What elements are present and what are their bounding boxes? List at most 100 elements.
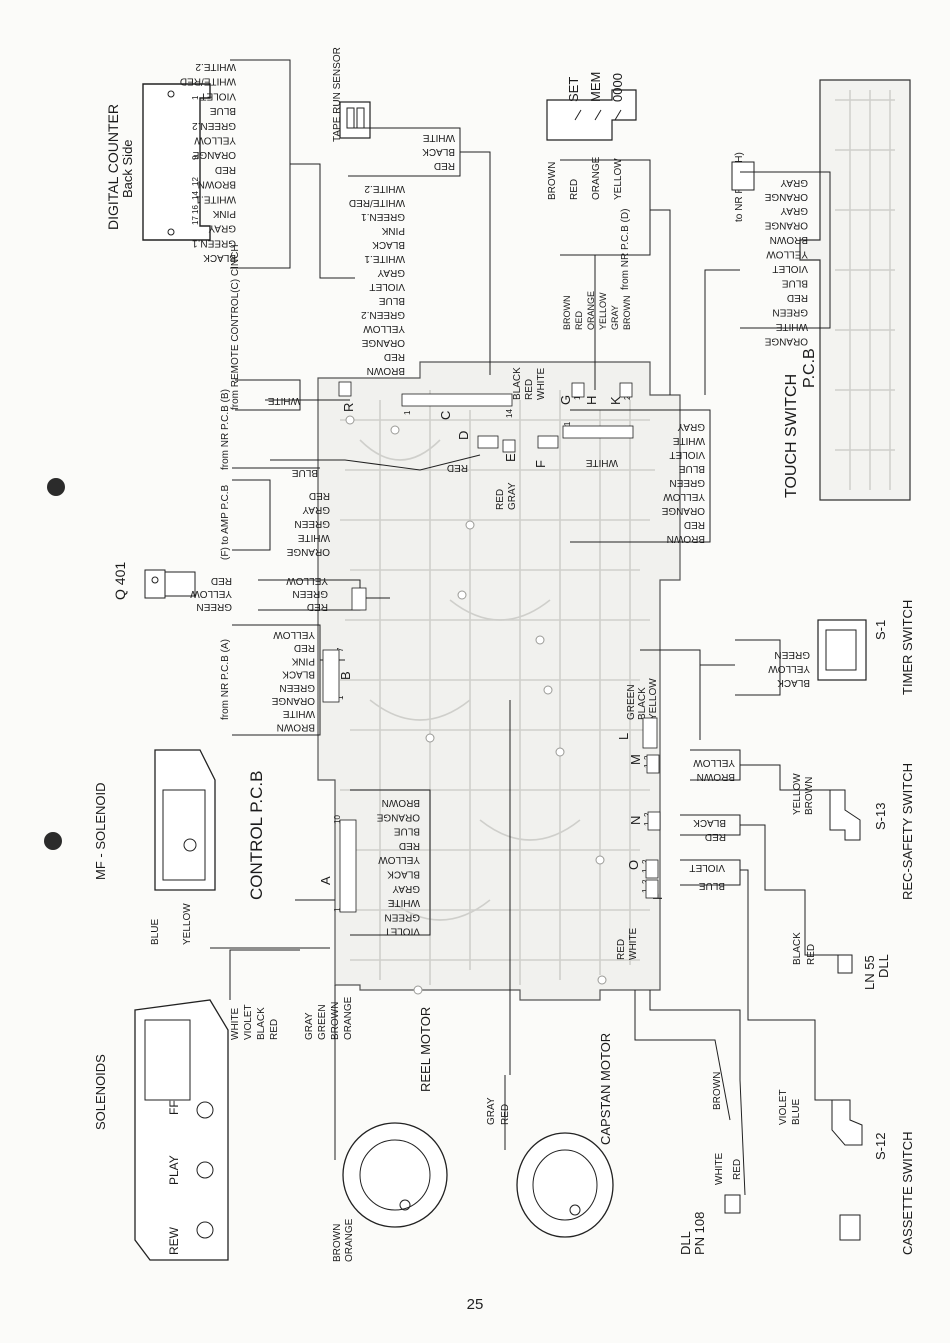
conn-o-wire-label: VIOLET [689, 862, 725, 873]
reel-wire-label: GREEN [317, 1004, 328, 1040]
conn-c-wire-label: ORANGE [361, 337, 405, 348]
set-mem-wire-label: BROWN [547, 162, 558, 200]
back-side-label: Back Side [120, 139, 135, 198]
counter-wire-label: BLUE [210, 105, 236, 116]
nr-h-wire-label: GRAY [780, 177, 808, 188]
conn-b-wire-label: YELLOW [273, 629, 315, 640]
pin-number: 1 [333, 907, 342, 912]
conn-n-wire-label: RED [705, 831, 726, 842]
mf-wire-label: YELLOW [182, 903, 193, 945]
mf-solenoid-label: MF - SOLENOID [93, 782, 108, 880]
pn108-wire-label: RED [732, 1159, 743, 1180]
counter-pin-number: 9 [191, 155, 200, 160]
s13-label: S-13 [873, 803, 888, 830]
q401-conn-wire-label: YELLOW [286, 575, 328, 586]
timer-wire-label: BLACK [777, 677, 810, 688]
zero-label: 0000 [610, 73, 625, 102]
set-mem-wire-label: ORANGE [591, 156, 602, 200]
set-mem-wire-label: RED [569, 179, 580, 200]
pin-number: 7 [336, 647, 345, 652]
dll-b-label: DLL [678, 1231, 693, 1255]
connector-b-letter: B [338, 671, 353, 680]
solenoid-wire-label: WHITE [230, 1007, 241, 1040]
conn-b-wire-label: PINK [291, 655, 315, 666]
conn-b-wire-label: BROWN [277, 721, 315, 732]
pin-number: 1 [573, 395, 582, 400]
mf-solenoid: MF - SOLENOID BLUE YELLOW [93, 749, 216, 945]
cassette-switch-label: CASSETTE SWITCH [900, 1131, 915, 1255]
conn-a-wire-label: RED [399, 840, 420, 851]
nr-d-wire-label: YELLOW [598, 292, 608, 330]
connector-f-letter: F [533, 460, 548, 468]
rec-safety-wire-label: YELLOW [792, 773, 803, 815]
digital-counter-label: DIGITAL COUNTER [105, 104, 121, 230]
touch-wire-labels: GRAYORANGEBROWNYELLOWVIOLETBLUEREDGREENW… [764, 205, 808, 347]
conn-b-wire-label: RED [294, 642, 315, 653]
pin-number: 1 [643, 821, 652, 826]
connector-r-letter: R [341, 403, 356, 412]
pin-number: 2 [623, 395, 632, 400]
conn-l-wire-label: GREEN [626, 684, 637, 720]
pin-number: 2 [643, 812, 652, 817]
counter-wire-label: BLACK [203, 252, 236, 263]
conn-c-wire-label: BROWN [367, 365, 405, 376]
pn108-wire-label: WHITE [714, 1152, 725, 1185]
conn-p-wire-label: WHITE [628, 927, 639, 960]
connector-e-letter: E [503, 453, 518, 462]
solenoid-wire-label: VIOLET [243, 1004, 254, 1040]
conn-g-wire-label: YELLOW [663, 491, 705, 502]
pn108-label: PN 108 [692, 1212, 707, 1255]
conn-c-wire-label: BLUE [379, 295, 405, 306]
nr-d-wire-label: ORANGE [586, 291, 596, 330]
pin-number: 1 [336, 695, 345, 700]
conn-a-wire-label: BLACK [387, 869, 420, 880]
conn-b-wire-label: ORANGE [271, 695, 315, 706]
s12-label: S-12 [873, 1133, 888, 1160]
control-pcb: CONTROL P.C.B [247, 361, 681, 1001]
dll-a-label: DLL [876, 954, 891, 978]
rec-safety-wire-label: BROWN [804, 777, 815, 815]
connector-a-letter: A [318, 876, 333, 885]
conn-l-wire-label: BLACK [637, 687, 648, 720]
connector-n-letter: N [628, 816, 643, 825]
control-pcb-label: CONTROL P.C.B [247, 771, 266, 900]
mf-wire-label: BLUE [150, 919, 161, 945]
page-number: 25 [466, 1296, 484, 1313]
counter-wire-label: GREEN.1 [192, 237, 236, 248]
q401-wire-label: GREEN [196, 601, 232, 612]
conn-a-wire-label: WHITE [387, 897, 420, 908]
from-remote-label: from REMOTE CONTROL(C) CINCH [230, 244, 241, 410]
tape-run-sensor-label: TAPE RUN SENSOR [332, 47, 343, 142]
conn-e-wire-label: GRAY [507, 482, 518, 510]
touch-wire-label: YELLOW [766, 249, 808, 260]
conn-a-wire-label: BLUE [394, 826, 420, 837]
touch-switch-label: TOUCH SWITCH [783, 374, 800, 498]
conn-b-wire-label: BLACK [282, 669, 315, 680]
conn-c-wire-label: WHITE/RED [349, 197, 405, 208]
counter-wire-label: BROWN [198, 179, 236, 190]
conn-n-wire-label: BLACK [693, 817, 726, 828]
counter-wire-label: VIOLET [200, 90, 236, 101]
sensor-wire-label: RED [434, 160, 455, 171]
pin-number: 2 [641, 859, 650, 864]
touch-wire-label: ORANGE [764, 336, 808, 347]
conn-o-wire-label: BLUE [699, 880, 725, 891]
amp-f-wire-label: RED [309, 490, 330, 501]
q401-conn-wire-label: RED [307, 601, 328, 612]
connector-m-letter: M [628, 754, 643, 765]
amp-f-wire-label: WHITE [297, 532, 330, 543]
conn-d-wire-label: WHITE [585, 457, 618, 468]
play-label: PLAY [167, 1155, 181, 1185]
reel-motor-wire-label: BROWN [332, 1224, 343, 1262]
